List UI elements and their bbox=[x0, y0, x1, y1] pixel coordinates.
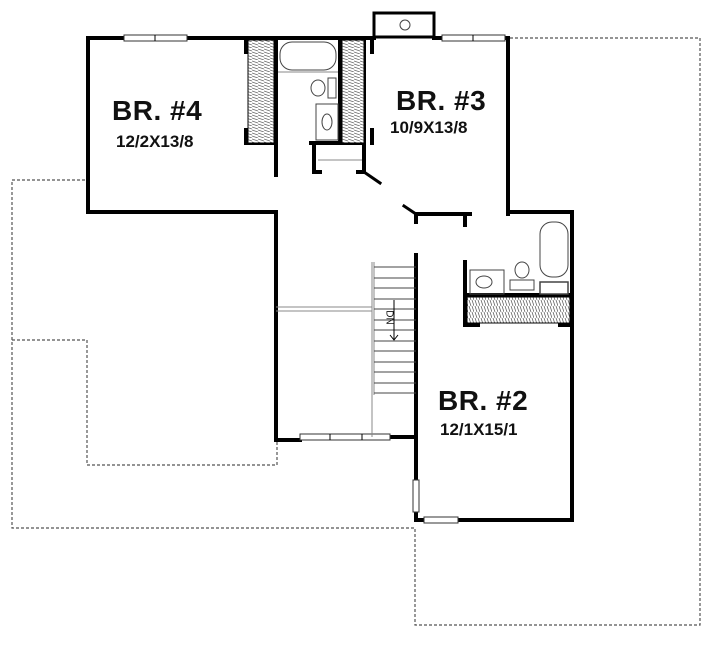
hall-bath-fixtures bbox=[278, 41, 362, 161]
room-dimensions-br3: 10/9X13/8 bbox=[390, 118, 468, 137]
roof-outline bbox=[11, 37, 701, 626]
room-name-br3: BR. #3 bbox=[396, 85, 487, 116]
br2-bath-fixtures bbox=[469, 221, 569, 295]
closets bbox=[247, 39, 571, 324]
chimney bbox=[372, 11, 436, 39]
windows bbox=[123, 34, 506, 524]
room-dimensions-br2: 12/1X15/1 bbox=[440, 420, 518, 439]
exterior-walls bbox=[86, 36, 574, 522]
room-name-br4: BR. #4 bbox=[112, 95, 203, 126]
room-dimensions-br4: 12/2X13/8 bbox=[116, 132, 194, 151]
stairs-down-label: DN bbox=[383, 310, 395, 325]
room-name-br2: BR. #2 bbox=[438, 385, 529, 416]
stairs bbox=[276, 262, 416, 437]
